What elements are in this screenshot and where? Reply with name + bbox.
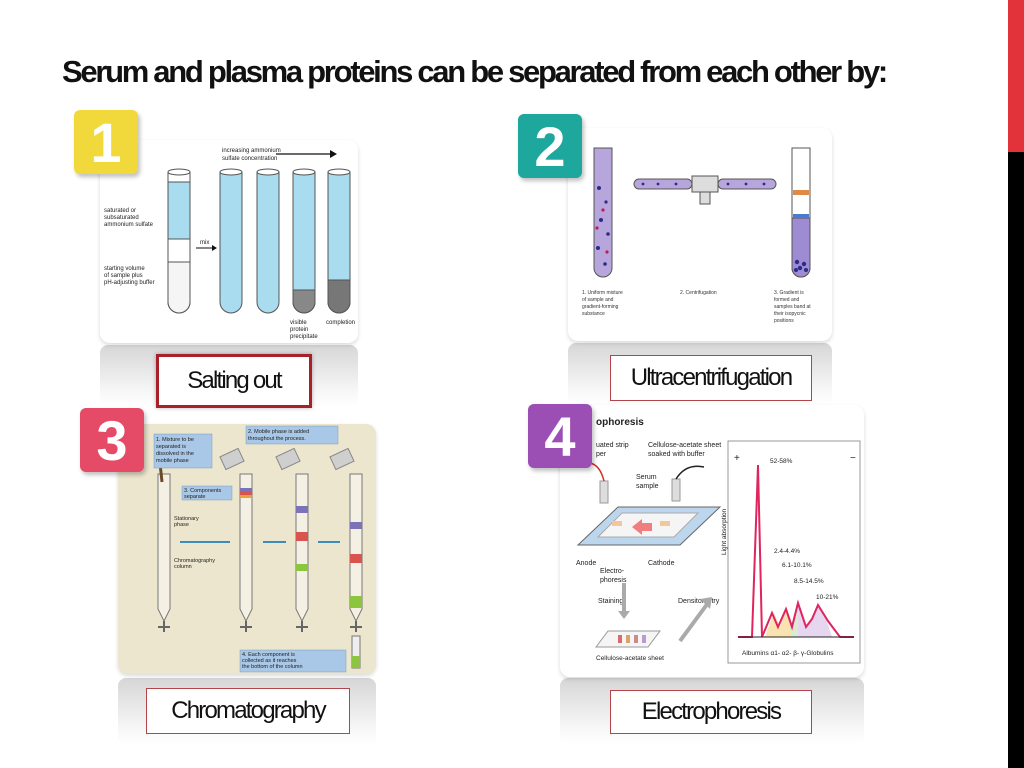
electro-pct1: 52-58% bbox=[770, 458, 793, 465]
badge-3: 3 bbox=[80, 408, 144, 472]
side-accent-bar bbox=[1008, 0, 1024, 152]
badge-1: 1 bbox=[74, 110, 138, 174]
electro-xlabels: Albumins α1- α2- β- γ-Globulins bbox=[742, 650, 834, 657]
electro-sheet-bottom: Cellulose-acetate sheet bbox=[596, 655, 664, 662]
page-title: Serum and plasma proteins can be separat… bbox=[62, 54, 888, 89]
label-chromatography: Chromatography bbox=[146, 688, 350, 734]
electro-densitometry: Densitometry bbox=[678, 598, 720, 605]
side-dark-bar bbox=[1008, 152, 1024, 768]
label-electrophoresis: Electrophoresis bbox=[610, 690, 812, 734]
badge-4: 4 bbox=[528, 404, 592, 468]
electro-anode: Anode bbox=[576, 560, 596, 567]
electro-pct4: 8.5-14.5% bbox=[794, 578, 824, 585]
mix-label: mix bbox=[200, 240, 209, 246]
electro-plus: + bbox=[734, 453, 740, 464]
electro-cathode: Cathode bbox=[648, 560, 675, 567]
salting-completion-label: completion bbox=[326, 320, 355, 326]
electro-minus: − bbox=[850, 453, 856, 464]
electro-electro: Electro-phoresis bbox=[600, 568, 627, 584]
label-ultracentrifugation: Ultracentrifugation bbox=[610, 355, 812, 401]
electro-pct2: 2.4-4.4% bbox=[774, 548, 800, 555]
electro-pct3: 6.1-10.1% bbox=[782, 562, 812, 569]
electro-axis-label: Light absorption bbox=[721, 508, 728, 555]
label-salting-out: Salting out bbox=[156, 354, 312, 408]
badge-2: 2 bbox=[518, 114, 582, 178]
electro-pct5: 10-21% bbox=[816, 594, 839, 601]
ultra-step2: 2. Centrifugation bbox=[680, 290, 717, 296]
electro-staining: Staining bbox=[598, 598, 623, 605]
electro-header: ophoresis bbox=[596, 417, 644, 428]
